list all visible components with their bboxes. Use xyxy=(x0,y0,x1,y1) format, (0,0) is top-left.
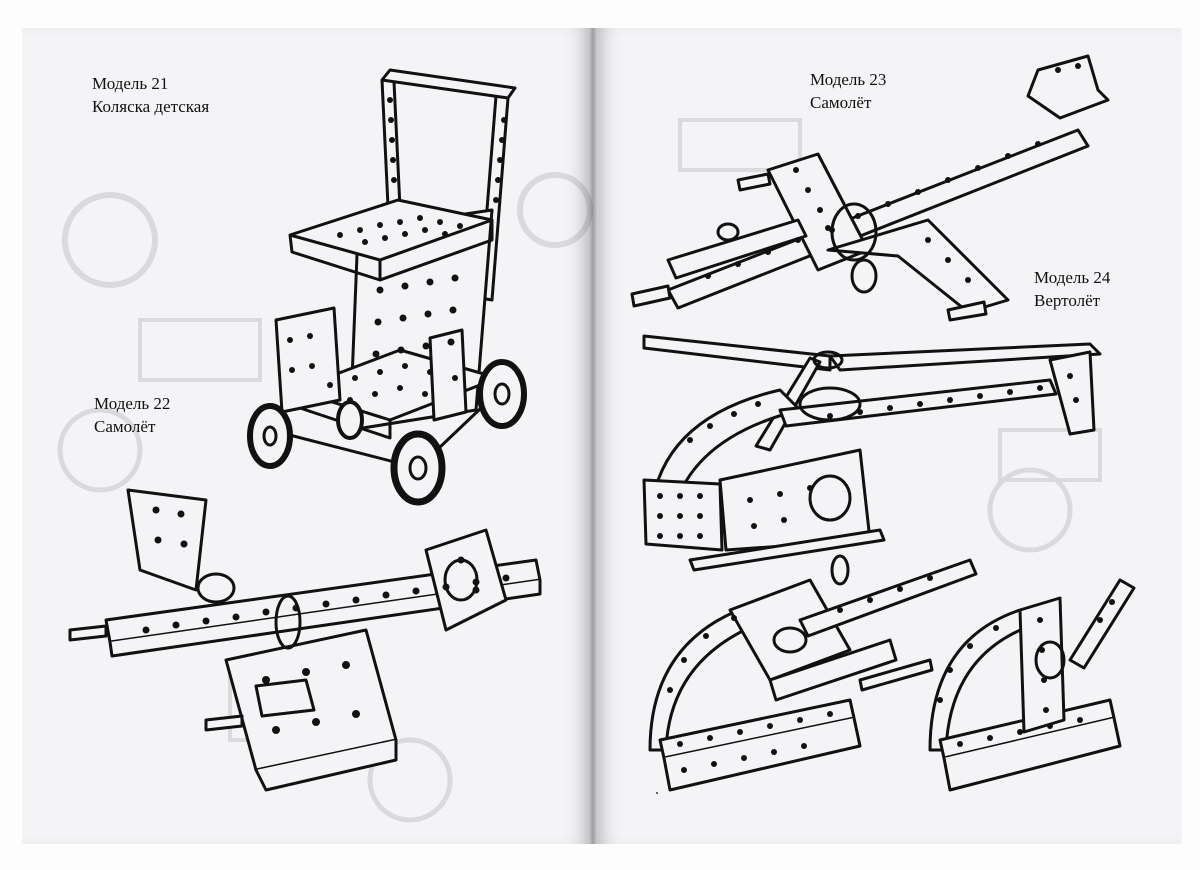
model-number-label: Модель 22 xyxy=(94,394,171,413)
model-number-label: Модель 23 xyxy=(810,70,887,89)
model-number-label: Модель 21 xyxy=(92,74,169,93)
helicopter-illustration xyxy=(642,334,1102,572)
caption-model-24: Модель 24 Вертолёт xyxy=(1034,266,1110,312)
caption-model-23: Модель 23 Самолёт xyxy=(810,68,886,114)
model-name-label: Вертолёт xyxy=(1034,291,1101,310)
airplane-illustration xyxy=(68,488,542,792)
model-name-label: Коляска детская xyxy=(92,97,210,116)
model-name-label: Самолёт xyxy=(810,93,872,112)
booklet-spine xyxy=(588,28,598,844)
airplane-illustration xyxy=(630,54,1110,322)
model-name-label: Самолёт xyxy=(94,417,156,436)
stroller-illustration xyxy=(247,68,527,506)
caption-model-22: Модель 22 Самолёт xyxy=(94,392,170,438)
model-number-label: Модель 24 xyxy=(1034,268,1111,287)
helicopter-illustration xyxy=(648,554,1136,792)
caption-model-21: Модель 21 Коляска детская xyxy=(92,72,209,118)
print-speck xyxy=(656,792,658,794)
